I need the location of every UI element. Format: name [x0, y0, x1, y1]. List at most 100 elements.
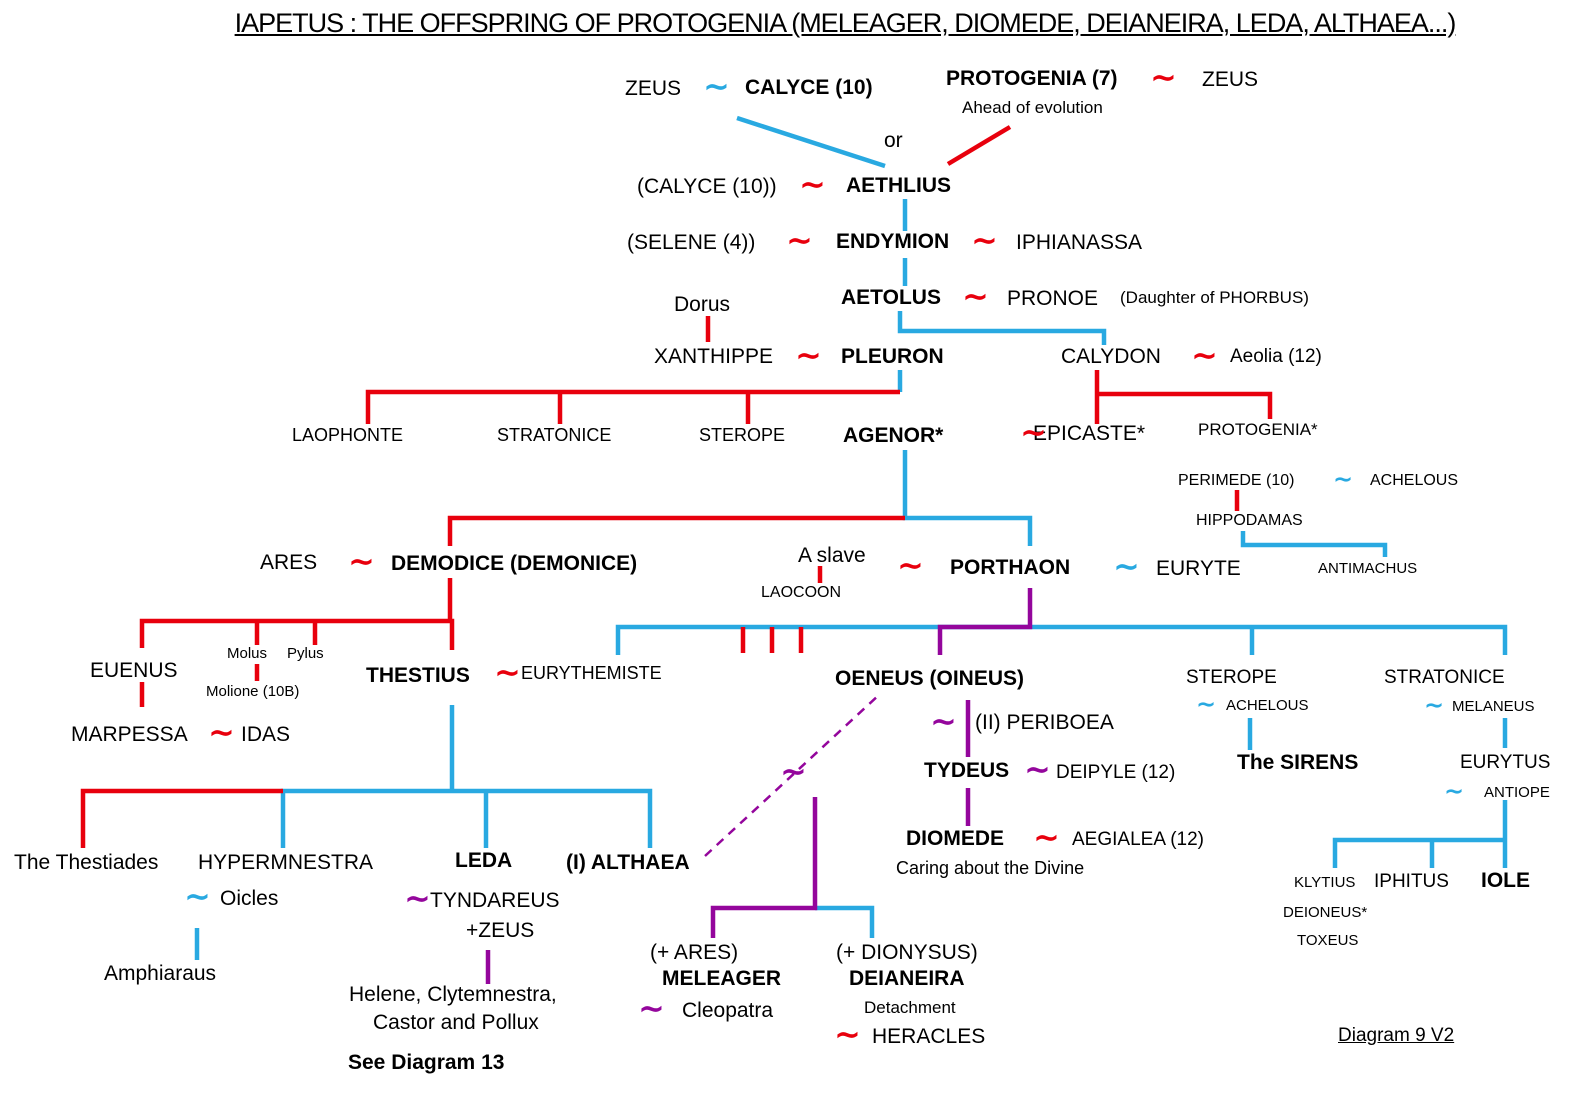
node-plus-zeus: +ZEUS — [466, 919, 535, 942]
union-tilde-icon: ∼ — [1150, 58, 1177, 96]
union-tilde-icon: ∼ — [897, 546, 924, 584]
node-deipyle: DEIPYLE (12) — [1056, 762, 1176, 783]
node-thestius: THESTIUS — [366, 664, 470, 687]
node-perimede: PERIMEDE (10) — [1178, 472, 1295, 489]
node-meleager: MELEAGER — [662, 967, 782, 990]
note-plus-dionysus: (+ DIONYSUS) — [836, 941, 978, 964]
union-tilde-icon: ∼ — [834, 1015, 861, 1053]
node-calydon: CALYDON — [1061, 345, 1161, 368]
node-althaea: (I) ALTHAEA — [566, 851, 690, 874]
node-melaneus: MELANEUS — [1452, 698, 1535, 715]
node-klytius: KLYTIUS — [1294, 874, 1356, 891]
node-xanthippe: XANTHIPPE — [654, 345, 774, 368]
union-tilde-icon: ∼ — [1424, 691, 1445, 719]
connector-pleuron-children — [365, 389, 900, 424]
connector-calyce-aethlius — [736, 115, 886, 169]
node-ares: ARES — [260, 551, 318, 574]
node-achelous-perimede: ACHELOUS — [1370, 472, 1459, 489]
node-castor-pollux: Castor and Pollux — [373, 1011, 539, 1034]
node-iphitus: IPHITUS — [1374, 871, 1449, 892]
node-eurytus: EURYTUS — [1460, 752, 1551, 773]
node-sterope-porthaon: STEROPE — [1186, 667, 1277, 688]
node-amphiaraus: Amphiaraus — [104, 962, 217, 985]
connector-agenor-porthaon — [902, 450, 1033, 546]
node-iole: IOLE — [1481, 869, 1531, 892]
union-tilde-icon: ∼ — [971, 221, 998, 259]
node-sirens: The SIRENS — [1237, 751, 1359, 774]
node-calyce: CALYCE (10) — [745, 76, 873, 99]
node-heracles: HERACLES — [872, 1025, 986, 1048]
node-periboea: (II) PERIBOEA — [975, 711, 1114, 734]
node-epicaste: EPICASTE* — [1033, 422, 1146, 445]
node-a-slave: A slave — [798, 544, 866, 567]
union-tilde-icon: ∼ — [208, 713, 235, 751]
node-euryte: EURYTE — [1156, 557, 1241, 580]
node-dorus: Dorus — [674, 293, 731, 316]
node-protogenia-star: PROTOGENIA* — [1198, 420, 1318, 439]
union-tilde-icon: ∼ — [348, 542, 375, 580]
union-tilde-icon: ∼ — [930, 702, 957, 740]
union-tilde-icon: ∼ — [799, 165, 826, 203]
node-deianeira: DEIANEIRA — [849, 967, 965, 990]
union-tilde-icon: ∼ — [1033, 818, 1060, 856]
node-euenus: EUENUS — [90, 659, 178, 682]
node-oeneus: OENEUS (OINEUS) — [835, 667, 1025, 690]
node-hypermnestra: HYPERMNESTRA — [198, 851, 374, 874]
node-stratonice-pleuron: STRATONICE — [497, 425, 612, 445]
node-antiope: ANTIOPE — [1484, 784, 1550, 801]
union-tilde-icon: ∼ — [962, 277, 989, 315]
union-tilde-icon: ∼ — [638, 989, 665, 1027]
diagram-reference: Diagram 9 V2 — [1338, 1025, 1455, 1046]
node-idas: IDAS — [241, 723, 291, 746]
node-thestiades: The Thestiades — [14, 851, 159, 874]
union-tilde-icon: ∼ — [1113, 547, 1140, 585]
note-plus-ares: (+ ARES) — [650, 941, 739, 964]
node-pylus: Pylus — [287, 645, 324, 662]
node-toxeus: TOXEUS — [1297, 932, 1359, 949]
node-selene: (SELENE (4)) — [627, 231, 756, 254]
node-antimachus: ANTIMACHUS — [1318, 560, 1418, 577]
label-or: or — [884, 129, 903, 152]
node-molione: Molione (10B) — [206, 683, 300, 700]
node-zeus-left: ZEUS — [625, 77, 682, 100]
note-detachment: Detachment — [864, 998, 956, 1017]
node-diomede: DIOMEDE — [906, 827, 1005, 850]
node-agenor: AGENOR* — [843, 424, 944, 447]
node-achelous-sterope: ACHELOUS — [1226, 697, 1309, 714]
union-tilde-icon: ∼ — [1024, 750, 1051, 788]
node-zeus-right: ZEUS — [1202, 68, 1259, 91]
connector-thestius-children-cyan — [280, 788, 653, 848]
connector-eurytus-children — [1332, 800, 1508, 868]
node-iphianassa: IPHIANASSA — [1016, 231, 1143, 254]
union-tilde-icon: ∼ — [184, 877, 211, 915]
node-protogenia-7: PROTOGENIA (7) — [946, 67, 1118, 90]
node-laocoon: LAOCOON — [761, 584, 842, 601]
node-tydeus: TYDEUS — [924, 759, 1010, 782]
node-demodice: DEMODICE (DEMONICE) — [391, 552, 638, 575]
node-aegialea: AEGIALEA (12) — [1072, 829, 1205, 850]
diagram-title: IAPETUS : THE OFFSPRING OF PROTOGENIA (M… — [234, 8, 1457, 38]
connector-deianeira-branch — [815, 905, 875, 938]
note-ahead-of-evolution: Ahead of evolution — [962, 98, 1103, 117]
node-aeolia: Aeolia (12) — [1230, 346, 1322, 367]
connector-thestius-children-red — [80, 788, 283, 848]
node-laophonte: LAOPHONTE — [292, 425, 404, 445]
union-tilde-icon: ∼ — [1020, 413, 1047, 451]
node-molus: Molus — [227, 645, 268, 662]
connector-porthaon-ticks — [740, 627, 804, 653]
connector-althaea-oeneus-dashed — [704, 693, 881, 857]
node-hippodamas: HIPPODAMAS — [1196, 512, 1303, 529]
union-tilde-icon: ∼ — [1196, 690, 1217, 718]
node-aethlius: AETHLIUS — [846, 174, 951, 197]
node-sterope-pleuron: STEROPE — [699, 425, 786, 445]
note-caring-about-divine: Caring about the Divine — [896, 858, 1085, 878]
union-tilde-icon: ∼ — [780, 752, 807, 790]
connector-oeneus-meleager — [710, 797, 818, 938]
union-tilde-icon: ∼ — [795, 336, 822, 374]
note-daughter-of-phorbus: (Daughter of PHORBUS) — [1120, 288, 1309, 307]
node-aetolus: AETOLUS — [841, 286, 941, 309]
union-tilde-icon: ∼ — [404, 879, 431, 917]
union-tilde-icon: ∼ — [703, 67, 730, 105]
